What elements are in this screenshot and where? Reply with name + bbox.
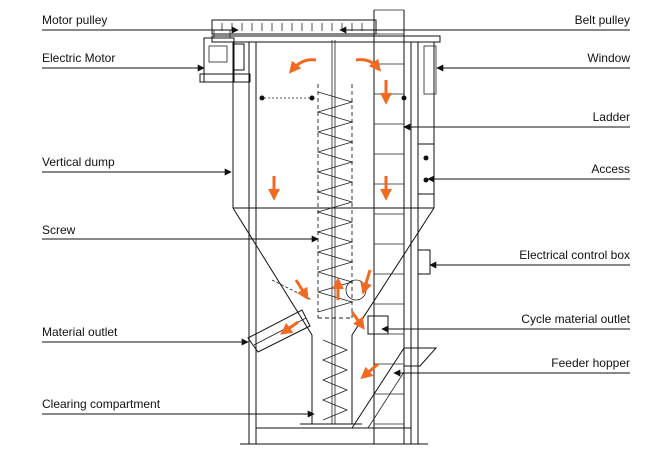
support-legs (240, 42, 428, 445)
control-box (417, 249, 431, 275)
flow-arrow (294, 279, 309, 301)
feeder-hopper (404, 347, 438, 367)
label-access: Access (591, 162, 630, 176)
label-window: Window (587, 51, 630, 65)
label-vertical-dump: Vertical dump (42, 155, 115, 169)
belt-guard (211, 19, 377, 35)
label-cycle-material-outlet: Cycle material outlet (521, 312, 630, 326)
access-door (417, 143, 435, 195)
label-electric-motor: Electric Motor (42, 51, 115, 65)
screw-flights (316, 40, 354, 424)
label-clearing-compartment: Clearing compartment (42, 397, 161, 411)
flow-arrow (288, 58, 317, 74)
label-motor-pulley: Motor pulley (42, 13, 107, 27)
right-callouts: Belt pulley Window Ladder Access Electri… (339, 13, 631, 377)
electric-motor (199, 29, 251, 83)
flow-arrow (355, 58, 382, 72)
label-electrical-control-box: Electrical control box (519, 248, 630, 262)
label-ladder: Ladder (593, 110, 630, 124)
window-frame (423, 45, 437, 95)
flow-arrow (350, 311, 365, 330)
flow-arrow (360, 269, 372, 295)
top-cover (211, 35, 441, 43)
flow-arrows (268, 58, 392, 380)
flow-arrow (360, 362, 379, 380)
left-callouts: Motor pulley Electric Motor Vertical dum… (42, 13, 319, 418)
lower-compartment (300, 335, 362, 425)
label-belt-pulley: Belt pulley (575, 13, 630, 27)
ladder (373, 9, 405, 444)
label-feeder-hopper: Feeder hopper (551, 356, 630, 370)
mixer-machine (199, 9, 441, 445)
label-material-outlet: Material outlet (42, 325, 118, 339)
label-screw: Screw (42, 223, 76, 237)
flow-arrow (280, 320, 299, 335)
